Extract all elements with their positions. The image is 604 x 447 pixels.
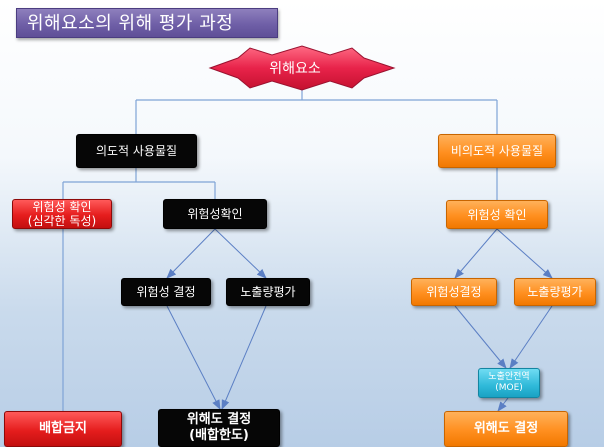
page-title: 위해요소의 위해 평가 과정 <box>16 8 278 38</box>
intentional-substance-node: 의도적 사용물질 <box>76 134 197 168</box>
arrow-right-exposure-to-moe <box>509 305 553 369</box>
exposure-assessment-right-node: 노출량평가 <box>514 278 596 306</box>
arrow-exposure-to-risk <box>221 305 267 410</box>
arrow-moe-to-risk <box>497 397 509 412</box>
ban-node: 배합금지 <box>4 411 122 447</box>
unintentional-substance-node: 비의도적 사용물질 <box>438 134 556 168</box>
exposure-assessment-node: 노출량평가 <box>226 278 310 306</box>
arrow-to-hazard-determination <box>166 228 216 279</box>
arrow-determination-to-risk <box>166 305 221 410</box>
hazard-check-node: 위험성확인 <box>163 199 267 229</box>
risk-decision-limit-node: 위해도 결정 (배합한도) <box>158 409 280 447</box>
risk-decision-node: 위해도 결정 <box>444 411 568 447</box>
moe-node: 노출안전역 (MOE) <box>478 368 540 398</box>
hazard-check-severe-node: 위험성 확인 (심각한 독성) <box>12 199 112 229</box>
hazard-check-right-node: 위험성 확인 <box>446 200 548 229</box>
arrow-to-right-exposure <box>496 228 553 279</box>
hazard-star-shape <box>208 45 396 91</box>
arrow-to-exposure <box>214 228 267 279</box>
hazard-determination-right-node: 위험성결정 <box>411 278 497 306</box>
hazard-node: 위해요소 <box>269 61 321 77</box>
hazard-determination-node: 위험성 결정 <box>121 278 211 306</box>
arrow-to-right-determination <box>454 228 498 279</box>
arrow-right-determination-to-moe <box>454 305 507 369</box>
